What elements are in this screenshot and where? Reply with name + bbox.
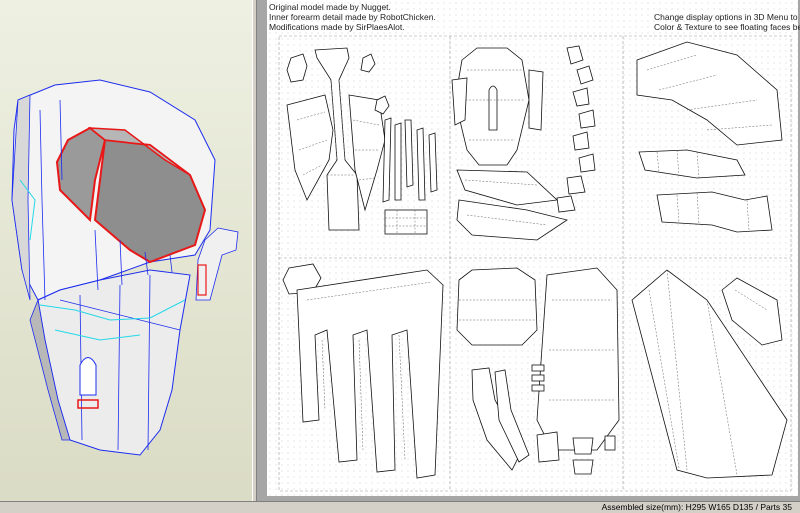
unfolded-parts[interactable] [267,0,798,496]
armor-3d-model[interactable] [0,0,252,513]
part-fan-strips [296,269,444,479]
part-long-panel [631,269,788,479]
part-forearm-left-flap [286,94,334,201]
part-bracer-1 [638,149,746,179]
credit-original: Original model made by Nugget. [269,2,391,12]
model-tab-red [197,264,207,296]
credit-inner-forearm: Inner forearm detail made by RobotChicke… [269,12,436,22]
part-gear-small-1 [286,53,308,83]
model-lower-shadow [29,298,71,441]
part-small-box [384,209,428,235]
part-gear-small-2 [360,53,376,73]
assembled-size-status: Assembled size(mm): H295 W165 D135 / Par… [601,502,792,512]
part-shin-right [528,69,544,131]
model-trim-lines [19,179,186,341]
model-opening-mid [87,127,191,176]
model-left-side [11,94,31,301]
part-small-blocks [531,364,616,475]
part-long-strips-1 [382,117,438,203]
part-chain-links [556,45,596,213]
paper-sheet: Original model made by Nugget. Inner for… [267,0,800,496]
part-fin-long-1 [456,169,558,206]
2d-unfold-view[interactable]: Original model made by Nugget. Inner for… [257,0,800,501]
3d-view-panel[interactable] [0,0,252,513]
pane-splitter[interactable] [252,0,257,513]
part-curl-strip-2 [494,369,530,463]
hint-line-1: Change display options in 3D Menu to [654,12,798,22]
part-forearm-strip [314,47,360,231]
part-shield-plate [456,267,538,346]
part-shin-center [454,47,530,166]
part-angled-box [721,277,783,346]
model-opening-left [55,126,107,223]
part-curved-armor [636,41,783,146]
part-tall-plate [536,267,620,451]
status-bar: Assembled size(mm): H295 W165 D135 / Par… [0,501,800,513]
part-curl-strip [471,367,523,471]
part-gear-small-3 [374,95,390,115]
page-borders [278,35,792,492]
part-bracer-2 [656,191,773,233]
model-panel-lines [39,99,181,451]
part-shin-left [451,77,468,126]
hint-line-2: Color & Texture to see floating faces be… [654,22,800,32]
credit-modifications: Modifications made by SirPlaesAlot. [269,22,405,32]
model-arch-window [79,357,97,396]
part-fin-long-2 [456,199,568,241]
model-red-strap [77,399,99,409]
